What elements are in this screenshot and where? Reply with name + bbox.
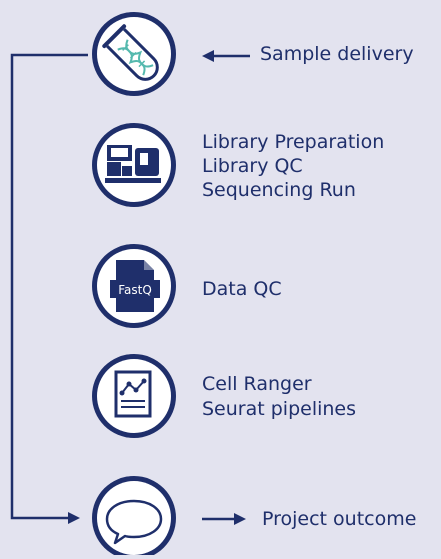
fastq-icon-text: FastQ <box>118 283 152 297</box>
sample-delivery-label: Sample delivery <box>260 43 414 65</box>
library-preparation-label: Library Preparation <box>202 131 385 153</box>
test-tube-dna-icon <box>92 12 176 96</box>
project-outcome-label: Project outcome <box>262 508 417 530</box>
loop-connector <box>10 53 88 524</box>
cell-ranger-label: Cell Ranger <box>202 373 312 395</box>
seurat-pipelines-label: Seurat pipelines <box>202 398 357 420</box>
sample-delivery-arrow <box>202 50 250 62</box>
speech-bubble-icon <box>92 476 176 559</box>
sequencing-run-label: Sequencing Run <box>202 179 356 201</box>
library-qc-label: Library QC <box>202 155 303 177</box>
sequencer-instrument-icon <box>92 123 176 207</box>
analysis-report-icon <box>92 354 176 438</box>
project-outcome-arrow <box>202 513 246 525</box>
data-qc-label: Data QC <box>202 278 282 300</box>
fastq-file-icon: FastQ <box>92 244 176 328</box>
